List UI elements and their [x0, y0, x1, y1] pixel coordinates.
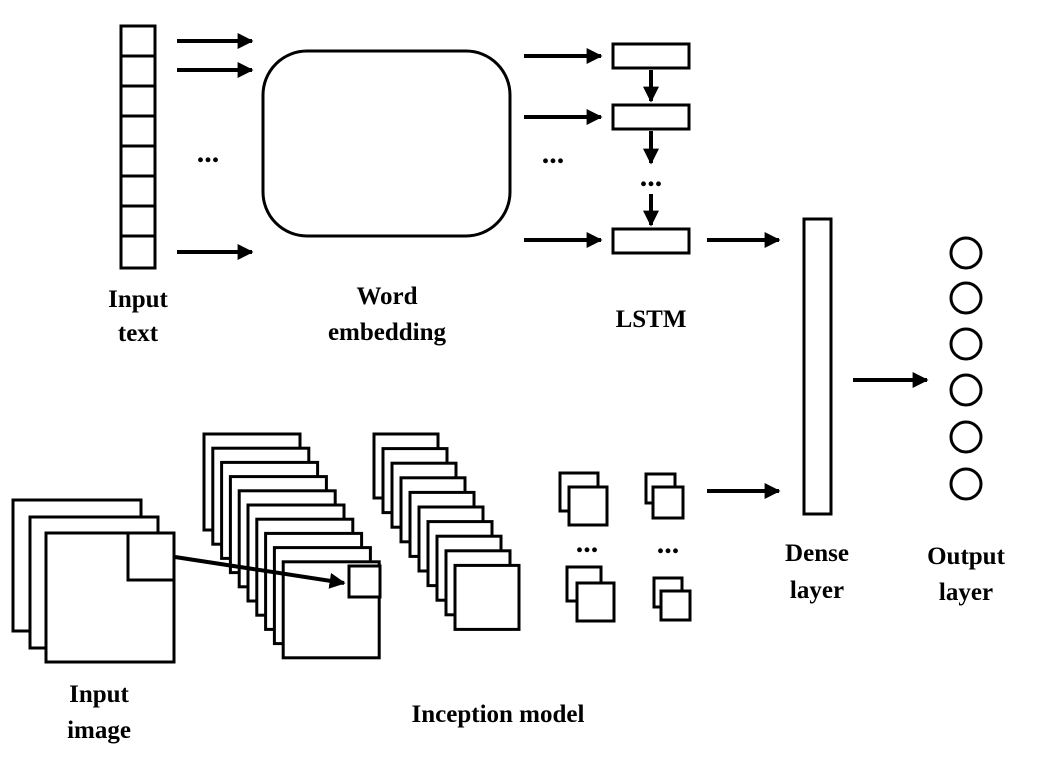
ellipsis-small-2: ... [657, 527, 680, 560]
inception-stack-2 [372, 432, 521, 631]
output-node-1 [949, 236, 983, 270]
dense-label-2: layer [790, 577, 844, 604]
output-node-5 [949, 420, 983, 454]
lstm-cell-1 [611, 42, 691, 70]
lstm-label: LSTM [616, 306, 687, 333]
input-image-label-1: Input [69, 681, 129, 708]
output-node-2 [949, 281, 983, 315]
input-text-vector [119, 24, 157, 270]
ellipsis-text: ... [197, 136, 220, 169]
output-node-3 [949, 327, 983, 361]
ellipsis-embed: ... [542, 137, 565, 170]
dense-label-1: Dense [785, 540, 849, 567]
input-image-stack [11, 498, 176, 664]
ellipsis-small-1: ... [576, 526, 599, 559]
lstm-cell-3 [611, 227, 691, 255]
feature-map [453, 563, 521, 631]
inception-label: Inception model [412, 701, 585, 728]
inception-stack-1 [202, 432, 382, 660]
output-label-1: Output [927, 543, 1005, 570]
word-embedding-box [261, 49, 512, 238]
small-maps-col1 [558, 471, 616, 623]
small-maps-col2 [644, 472, 692, 622]
output-node-6 [949, 467, 983, 501]
input-image-patch [126, 531, 176, 582]
word-embedding-label-2: embedding [328, 319, 447, 346]
word-embedding-label-1: Word [356, 283, 417, 310]
input-image-label-2: image [67, 717, 131, 744]
lstm-cell-2 [611, 103, 691, 131]
ellipsis-lstm: ... [640, 160, 663, 193]
input-text-label-1: Input [108, 286, 168, 313]
arrow-patch-to-feature [174, 555, 346, 589]
input-text-label-2: text [118, 320, 159, 347]
output-label-2: layer [939, 579, 993, 606]
dense-layer-bar [802, 217, 833, 516]
output-node-4 [949, 373, 983, 407]
feature-map-patch [347, 564, 382, 599]
